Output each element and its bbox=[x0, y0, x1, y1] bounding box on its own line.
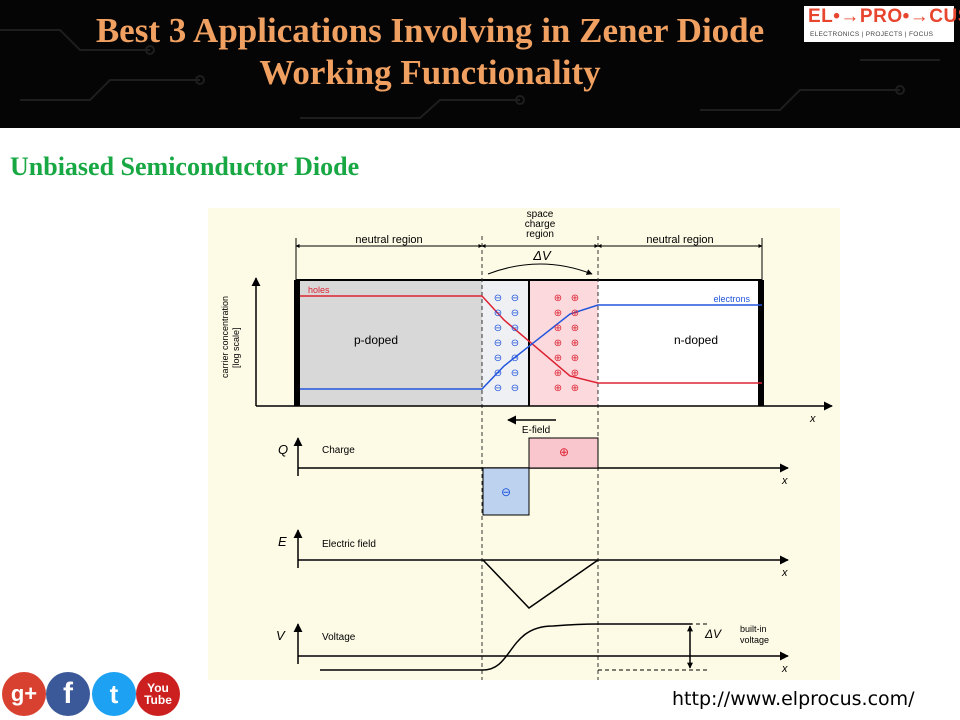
delta-v-side-label: ΔV bbox=[704, 627, 722, 641]
built-in-label-2: voltage bbox=[740, 635, 769, 645]
e-field-label: E-field bbox=[522, 425, 550, 436]
circuit-background-icon bbox=[0, 29, 940, 119]
space-charge-label-2: charge bbox=[525, 219, 556, 230]
slide-header: Best 3 Applications Involving in Zener D… bbox=[0, 0, 960, 128]
x-axis-label-top: x bbox=[809, 413, 816, 425]
right-contact bbox=[758, 280, 764, 406]
svg-text:⊖: ⊖ bbox=[494, 293, 502, 304]
positive-ions: ⊕ ⊕ ⊕ ⊕ ⊕ ⊕ ⊕ ⊕ ⊕ ⊕ ⊕ ⊕ ⊕ ⊕ bbox=[554, 293, 579, 394]
svg-text:⊕: ⊕ bbox=[554, 383, 562, 394]
elprocus-logo: EL•→PRO•→CUS ELECTRONICS | PROJECTS | FO… bbox=[804, 6, 960, 42]
space-charge-label-1: space bbox=[527, 209, 554, 220]
svg-text:⊖: ⊖ bbox=[511, 383, 519, 394]
svg-text:⊕: ⊕ bbox=[571, 293, 579, 304]
x-axis-label-voltage: x bbox=[781, 663, 788, 675]
depletion-boundary-guides bbox=[481, 236, 599, 680]
svg-text:⊕: ⊕ bbox=[554, 338, 562, 349]
website-url[interactable]: http://www.elprocus.com/ bbox=[672, 688, 915, 710]
facebook-icon[interactable]: f bbox=[46, 672, 90, 716]
pn-junction-svg: neutral region neutral region space char… bbox=[220, 209, 833, 680]
svg-text:⊖: ⊖ bbox=[511, 293, 519, 304]
y-axis-label-1: carrier concentration bbox=[220, 296, 230, 378]
built-in-label-1: built-in bbox=[740, 624, 767, 634]
svg-text:⊖: ⊖ bbox=[494, 368, 502, 379]
delta-v-top-label: ΔV bbox=[532, 248, 552, 263]
electrons-curve bbox=[300, 304, 762, 390]
v-axis-label: V bbox=[276, 628, 286, 643]
delta-v-arc bbox=[487, 263, 593, 275]
svg-text:⊖: ⊖ bbox=[494, 383, 502, 394]
svg-text:⊖: ⊖ bbox=[494, 353, 502, 364]
svg-text:⊕: ⊕ bbox=[571, 308, 579, 319]
negative-charge-block bbox=[482, 467, 530, 516]
x-axis-label-charge: x bbox=[781, 475, 788, 487]
twitter-glyph: t bbox=[109, 678, 119, 709]
google-plus-glyph: g+ bbox=[10, 681, 38, 706]
efield-curve bbox=[482, 559, 599, 609]
n-region-fill bbox=[598, 280, 762, 406]
youtube-glyph-line1: You bbox=[147, 681, 169, 695]
logo-text: EL•→PRO•→CUS bbox=[808, 6, 960, 27]
n-doped-label: n-doped bbox=[674, 333, 718, 347]
facebook-glyph: f bbox=[63, 677, 73, 710]
svg-text:⊖: ⊖ bbox=[494, 338, 502, 349]
slide-subtitle: Unbiased Semiconductor Diode bbox=[10, 152, 360, 181]
voltage-curve bbox=[320, 623, 692, 671]
electrons-label: electrons bbox=[713, 294, 750, 304]
space-charge-label-3: region bbox=[526, 229, 554, 240]
p-doped-label: p-doped bbox=[354, 333, 398, 347]
logo-tagline: ELECTRONICS | PROJECTS | FOCUS bbox=[810, 31, 934, 38]
youtube-glyph-line2: Tube bbox=[144, 693, 172, 707]
depletion-negative-fill bbox=[482, 280, 530, 406]
svg-text:⊕: ⊕ bbox=[571, 338, 579, 349]
svg-text:⊕: ⊕ bbox=[571, 353, 579, 364]
voltage-label: Voltage bbox=[322, 632, 356, 643]
svg-text:⊖: ⊖ bbox=[511, 353, 519, 364]
google-plus-icon[interactable]: g+ bbox=[2, 672, 46, 716]
svg-text:⊕: ⊕ bbox=[554, 368, 562, 379]
svg-text:⊖: ⊖ bbox=[511, 308, 519, 319]
positive-charge-symbol: ⊕ bbox=[559, 445, 569, 459]
svg-text:⊖: ⊖ bbox=[494, 323, 502, 334]
svg-text:⊕: ⊕ bbox=[571, 368, 579, 379]
positive-charge-block bbox=[528, 437, 599, 469]
negative-charge-symbol: ⊖ bbox=[501, 485, 511, 499]
holes-curve bbox=[300, 295, 762, 384]
charge-label: Charge bbox=[322, 445, 355, 456]
pn-junction-diagram: neutral region neutral region space char… bbox=[208, 208, 840, 680]
twitter-icon[interactable]: t bbox=[92, 672, 136, 716]
svg-text:⊖: ⊖ bbox=[511, 368, 519, 379]
electric-field-label: Electric field bbox=[322, 539, 376, 550]
youtube-icon[interactable]: You Tube bbox=[136, 672, 180, 716]
left-contact bbox=[294, 280, 300, 406]
depletion-positive-fill bbox=[530, 280, 598, 406]
neutral-left-label: neutral region bbox=[355, 234, 422, 246]
svg-text:⊕: ⊕ bbox=[554, 293, 562, 304]
y-axis-label-2: [log scale] bbox=[231, 327, 241, 368]
negative-ions: ⊖ ⊖ ⊖ ⊖ ⊖ ⊖ ⊖ ⊖ ⊖ ⊖ ⊖ ⊖ ⊖ ⊖ bbox=[494, 293, 519, 394]
svg-text:⊖: ⊖ bbox=[511, 338, 519, 349]
x-axis-label-efield: x bbox=[781, 567, 788, 579]
neutral-right-label: neutral region bbox=[646, 234, 713, 246]
svg-text:⊕: ⊕ bbox=[554, 308, 562, 319]
svg-text:⊕: ⊕ bbox=[554, 353, 562, 364]
slide-title: Best 3 Applications Involving in Zener D… bbox=[95, 11, 765, 92]
e-axis-label: E bbox=[278, 534, 287, 549]
q-axis-label: Q bbox=[278, 442, 288, 457]
svg-text:⊕: ⊕ bbox=[571, 323, 579, 334]
svg-text:⊖: ⊖ bbox=[494, 308, 502, 319]
holes-label: holes bbox=[308, 285, 330, 295]
p-region-fill bbox=[296, 280, 482, 406]
svg-text:⊕: ⊕ bbox=[554, 323, 562, 334]
svg-text:⊖: ⊖ bbox=[511, 323, 519, 334]
svg-text:⊕: ⊕ bbox=[571, 383, 579, 394]
